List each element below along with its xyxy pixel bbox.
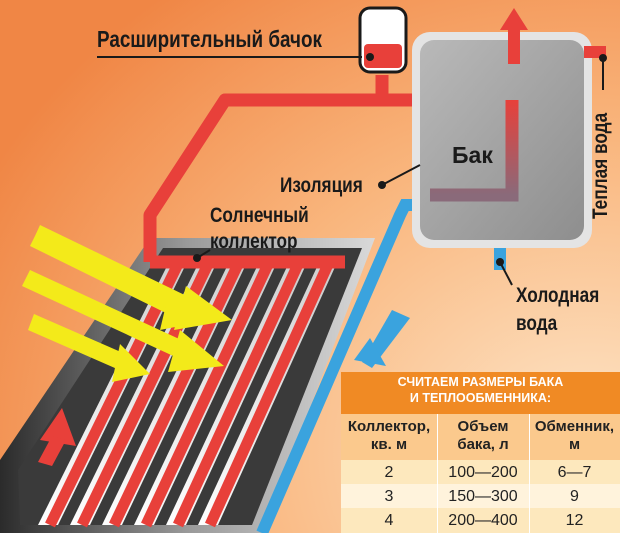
table-cell: 150—300 (448, 488, 518, 505)
table-cell: 2 (384, 464, 394, 481)
up-arrow-icon (38, 408, 76, 466)
tank-label: Бак (452, 142, 493, 168)
cold-water-label-line1: Холодная (516, 284, 600, 307)
solar-collector (0, 238, 375, 533)
sun-ray-main-icon (32, 225, 232, 330)
column-header-line2: бака, л (457, 436, 509, 453)
table-cell: 4 (384, 512, 394, 529)
table-cell: 9 (570, 488, 579, 505)
column-header-line1: Коллектор, (347, 418, 431, 435)
column-divider (437, 414, 438, 533)
expansion-tank-label: Расширительный бачок (97, 26, 322, 52)
table-row: 3 150—300 9 (341, 484, 620, 508)
table-title: СЧИТАЕМ РАЗМЕРЫ БАКА И ТЕПЛООБМЕННИКА: (341, 372, 620, 414)
table-row: 4 200—400 12 (341, 508, 620, 533)
hot-outlet-arrow-icon (500, 8, 528, 64)
collector-label-line2: коллектор (210, 230, 298, 253)
column-header-line2: м (568, 436, 581, 453)
sun-ray-icon (22, 270, 224, 372)
table-cell: 3 (384, 488, 394, 505)
table-cell: 200—400 (448, 512, 518, 529)
column-header-line1: Обменник, (534, 418, 615, 435)
table-cell: 6—7 (557, 464, 592, 481)
column-header: Обменник, м (529, 418, 620, 454)
column-header: Объем бака, л (437, 418, 529, 454)
expansion-tank (358, 6, 408, 74)
table-title-line2: И ТЕПЛООБМЕННИКА: (409, 390, 552, 405)
sun-ray-icon (28, 314, 150, 382)
column-header: Коллектор, кв. м (341, 418, 437, 454)
table-title-line1: СЧИТАЕМ РАЗМЕРЫ БАКА (397, 375, 564, 389)
storage-tank (412, 32, 592, 248)
collector-label-line1: Солнечный (210, 204, 309, 227)
insulation-label: Изоляция (280, 174, 363, 197)
down-arrow-head-icon (354, 338, 386, 366)
column-header-line1: Объем (457, 418, 509, 435)
table-cell: 100—200 (448, 464, 518, 481)
column-divider (529, 414, 530, 533)
cold-water-label-line2: вода (516, 312, 558, 335)
sizing-table: СЧИТАЕМ РАЗМЕРЫ БАКА И ТЕПЛООБМЕННИКА: К… (341, 372, 620, 533)
warm-water-label: Теплая вода (589, 112, 612, 219)
table-cell: 12 (565, 512, 584, 529)
table-header-row: Коллектор, кв. м Объем бака, л Обменник,… (341, 414, 620, 460)
leader-dots (193, 53, 607, 266)
column-header-line2: кв. м (370, 436, 408, 453)
table-row: 2 100—200 6—7 (341, 460, 620, 484)
